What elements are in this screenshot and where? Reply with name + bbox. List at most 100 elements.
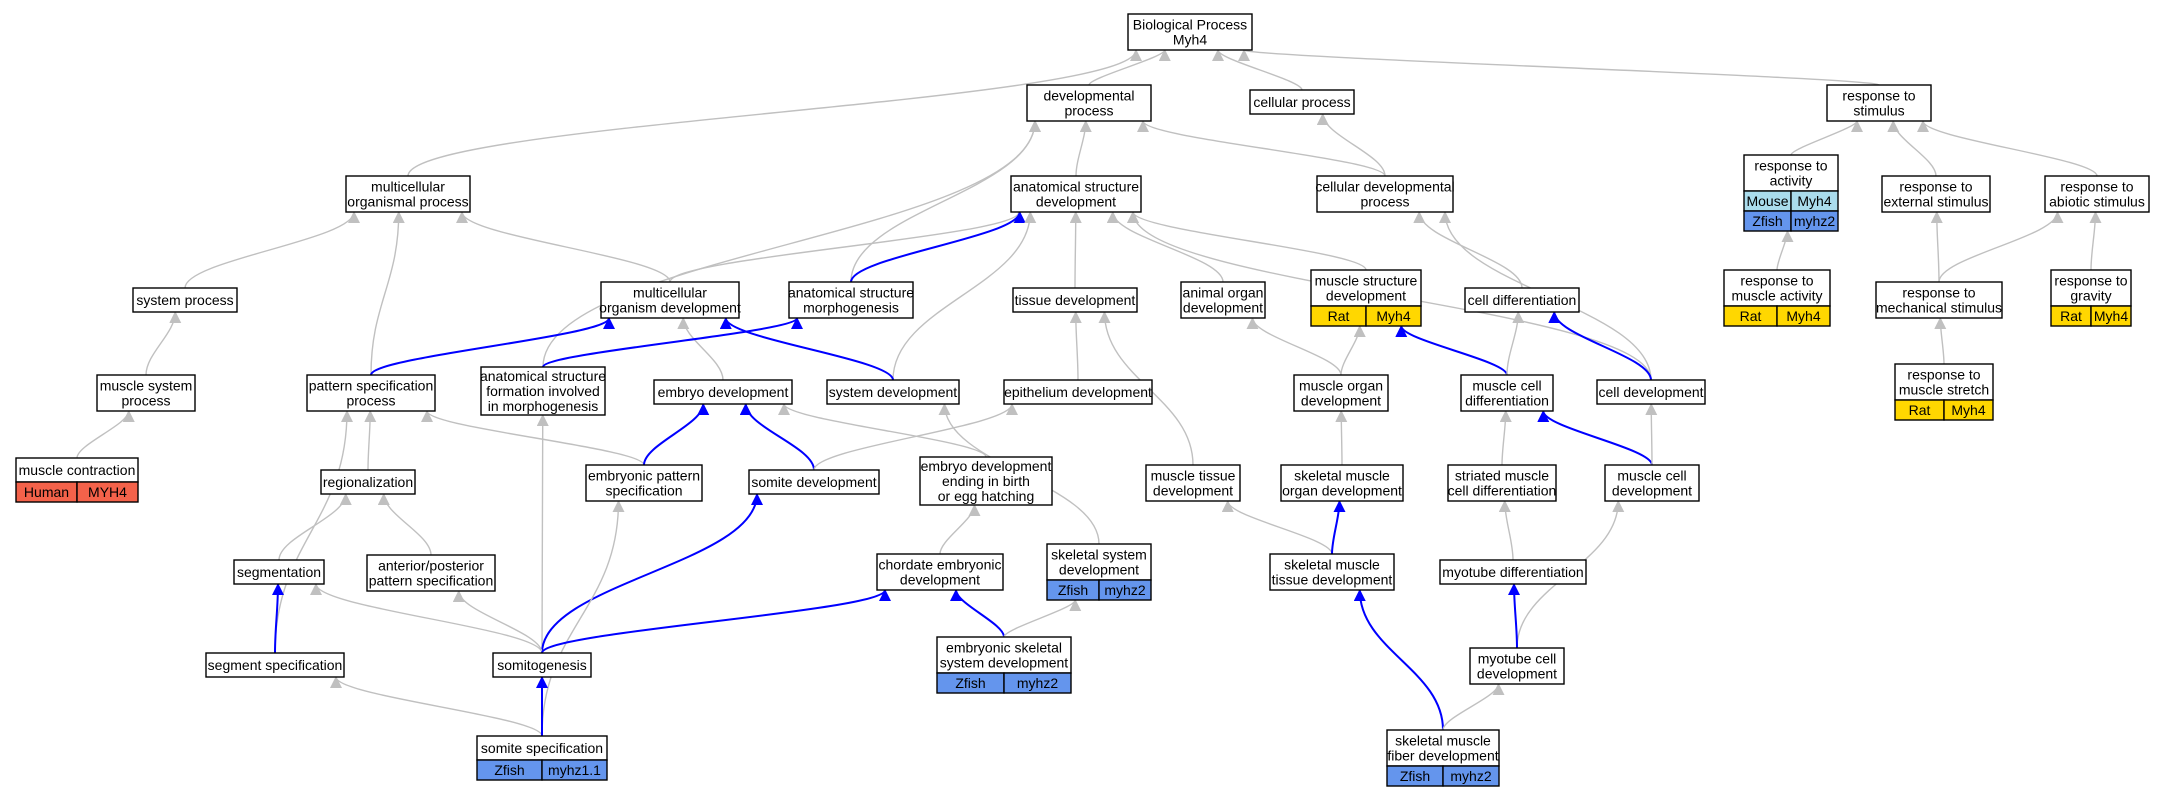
is-a-edge xyxy=(1335,410,1348,466)
go-term-box xyxy=(600,281,740,319)
go-term-label: pattern specification xyxy=(309,378,434,394)
go-term-box xyxy=(1180,281,1266,319)
go-term-box xyxy=(1145,464,1241,502)
gene-cell xyxy=(1365,305,1422,327)
go-term-label: embryo development xyxy=(921,458,1052,474)
go-term-box xyxy=(492,652,592,678)
is-a-edge xyxy=(1246,317,1342,376)
go-term-label: embryonic pattern xyxy=(588,468,700,484)
go-term-label: system development xyxy=(940,655,1069,671)
is-a-edge xyxy=(1499,410,1512,466)
go-term-label: somite specification xyxy=(481,740,603,756)
go-term-label: multicellular xyxy=(633,285,707,301)
go-term-node: epithelium development xyxy=(1003,379,1153,405)
go-term-label: development xyxy=(1036,194,1116,210)
go-term-label: ending in birth xyxy=(942,473,1030,489)
species-label: Rat xyxy=(2060,308,2082,324)
go-term-box xyxy=(1003,379,1153,405)
go-term-label: response to xyxy=(1842,88,1915,104)
gene-cell xyxy=(1943,399,1994,421)
is-a-edge xyxy=(1930,211,1943,283)
go-term-label: response to xyxy=(1902,285,1975,301)
go-term-box xyxy=(345,175,471,213)
go-term-box xyxy=(826,379,960,405)
go-term-label: process xyxy=(121,393,170,409)
go-term-label: skeletal system xyxy=(1051,547,1147,563)
gene-label: Myh4 xyxy=(1376,308,1410,324)
go-term-label: external stimulus xyxy=(1883,194,1988,210)
go-term-label: muscle system xyxy=(100,378,193,394)
gene-label: Myh4 xyxy=(2094,308,2128,324)
is-a-edge xyxy=(456,211,671,283)
go-term-label: muscle contraction xyxy=(19,462,136,478)
gene-label: myhz2 xyxy=(1017,675,1058,691)
go-term-label: striated muscle xyxy=(1455,468,1549,484)
go-term-box xyxy=(366,554,496,592)
is-a-edge xyxy=(278,493,352,561)
go-term-label: development xyxy=(1326,288,1406,304)
part-of-edge xyxy=(1508,583,1521,649)
go-term-label: muscle activity xyxy=(1731,288,1822,304)
go-term-node: segment specification xyxy=(205,652,345,678)
go-term-label: muscle tissue xyxy=(1151,468,1236,484)
go-term-box xyxy=(748,469,880,495)
is-a-edge xyxy=(310,583,543,654)
go-term-box xyxy=(1310,269,1422,307)
go-term-box xyxy=(1447,464,1557,502)
go-term-label: somitogenesis xyxy=(497,657,587,673)
go-term-box xyxy=(476,735,608,761)
go-term-label: anatomical structure xyxy=(788,285,914,301)
go-term-label: development xyxy=(1477,666,1557,682)
is-a-edge xyxy=(1088,49,1171,86)
is-a-edge xyxy=(892,211,1037,381)
go-term-node: cell differentiation xyxy=(1464,287,1580,313)
part-of-edge xyxy=(1331,500,1346,555)
part-of-edge xyxy=(950,589,1005,638)
species-label: Rat xyxy=(1328,308,1350,324)
go-term-node: segmentation xyxy=(233,559,325,585)
gene-cell xyxy=(541,759,608,781)
go-term-box xyxy=(1249,89,1355,115)
go-term-box xyxy=(1316,175,1454,213)
go-term-box xyxy=(1826,84,1932,122)
go-term-node: somitogenesis xyxy=(492,652,592,678)
go-term-label: animal organ xyxy=(1183,285,1264,301)
is-a-edge xyxy=(669,211,1025,283)
go-term-box xyxy=(1881,175,1991,213)
go-term-label: embryonic skeletal xyxy=(946,640,1062,656)
go-term-label: cellular developmental xyxy=(1315,179,1454,195)
part-of-edge xyxy=(739,403,815,471)
go-term-box xyxy=(15,457,139,483)
is-a-edge xyxy=(677,317,724,381)
is-a-edge xyxy=(421,410,645,466)
gene-cell xyxy=(1790,210,1839,232)
species-label: Zfish xyxy=(1058,582,1088,598)
go-term-label: fiber development xyxy=(1387,748,1498,764)
is-a-edge xyxy=(377,493,432,556)
gene-cell xyxy=(1442,765,1500,787)
go-term-label: process xyxy=(346,393,395,409)
go-term-label: gravity xyxy=(2070,288,2111,304)
is-a-edge xyxy=(1645,403,1658,466)
is-a-edge xyxy=(813,403,1018,471)
gene-cell xyxy=(2090,305,2132,327)
go-term-label: development xyxy=(1059,562,1139,578)
